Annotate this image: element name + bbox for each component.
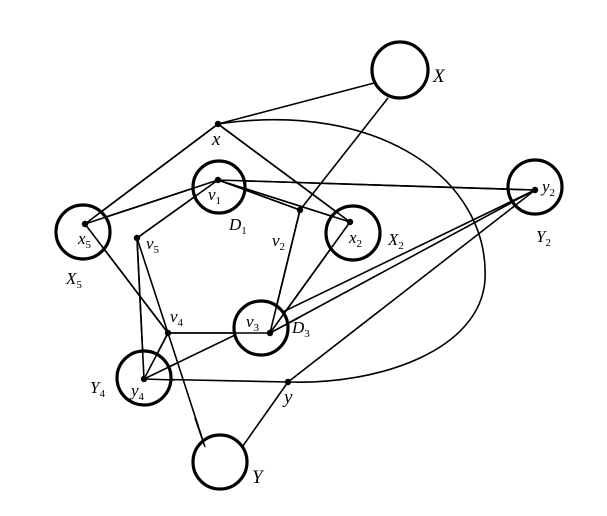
vertex-x [214,120,222,128]
label-X2: X2 [387,230,404,252]
edge-y4-y2 [143,189,536,380]
edge-inner-v1-x2 [217,179,351,223]
vertex-y [284,378,292,386]
vertex-v3 [266,329,274,337]
label-y4: y4 [129,381,145,403]
vertex-v1 [214,176,222,184]
labels: X x v1 D1 v2 x2 X2 x5 X5 v5 y2 Y2 v4 v3 … [65,66,555,488]
curve-x-y [217,119,486,383]
edge-inner-x-x2 [217,123,351,223]
edge-inner-y-y2-end [511,189,536,209]
vertices [81,120,539,386]
vertex-x2 [346,218,354,226]
label-x: x [211,129,221,150]
vertex-y4 [140,375,148,383]
edge-inner-v3-y2 [269,316,301,334]
circle-X [370,40,430,100]
label-v3: v3 [246,312,260,334]
label-v2: v2 [272,231,285,253]
edge-inner-v5-y4 [136,237,145,380]
label-v4: v4 [170,307,184,329]
label-Y: Y [252,467,265,488]
edge-inner-y4-y2 [143,363,176,380]
label-y2: y2 [540,177,555,199]
edge-inner-v1-y2 [217,179,536,191]
edge-inner-x2-v3 [269,221,351,334]
circle-X2 [324,204,382,262]
edge-inner-x5-v4 [84,223,169,334]
edge-inner-v2-v3 [269,209,301,334]
edge-inner-y4-y2-end [509,189,536,203]
edge-inner-v1-v5 [136,179,219,239]
vertex-y2 [531,186,539,194]
label-D1: D1 [228,215,247,237]
edge-x-X [217,81,379,125]
edge-v2-X [299,97,389,211]
label-Y4: Y4 [90,378,105,400]
edge-y-y2 [287,189,536,383]
circles [54,40,564,491]
circle-D1 [191,159,247,215]
edge-inner-x-x5 [84,123,219,225]
label-x2: x2 [348,228,362,250]
vertex-v5 [133,234,141,242]
vertex-v4 [164,329,172,337]
edge-inner-v4-Y [194,417,206,448]
label-D3: D3 [291,318,310,340]
edge-v3-y2 [269,189,536,334]
label-v1: v1 [208,185,221,207]
label-X5: X5 [65,269,82,291]
edge-inner-y4-y [143,378,176,381]
edge-inner-v1-x5 [84,179,219,225]
circle-X5 [54,203,112,261]
edge-y-Y [239,381,289,451]
circle-Y [191,433,249,491]
vertex-x5 [81,220,89,228]
edge-inner-v1y2-end [499,188,536,191]
label-v5: v5 [146,234,160,256]
label-X: X [432,66,446,87]
label-x5: x5 [77,229,92,251]
label-y: y [282,387,293,408]
edges-inner [84,123,536,448]
edge-inner-v4-y4 [143,332,169,380]
label-Y2: Y2 [536,227,551,249]
vertex-v2 [296,206,304,214]
edge-v5-v4 [136,237,169,334]
